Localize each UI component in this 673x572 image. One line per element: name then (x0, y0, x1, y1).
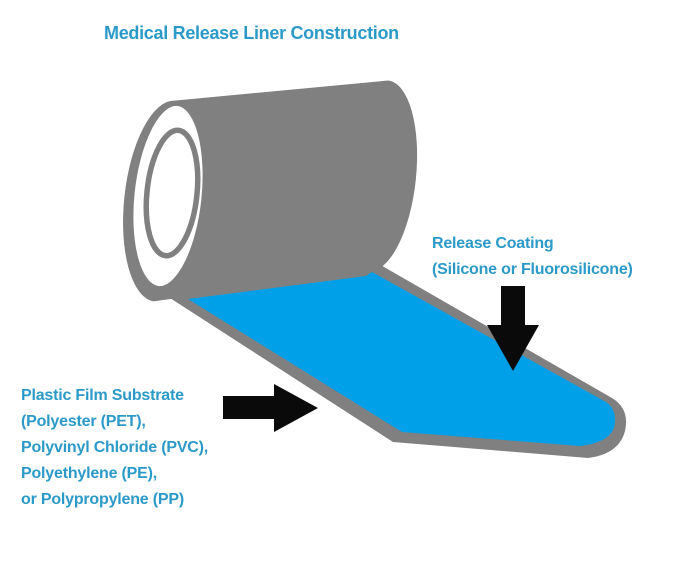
coating-layer (188, 272, 615, 446)
down-arrow-icon (487, 286, 539, 371)
roll-core (143, 127, 201, 259)
release-coating-label-line1: Release Coating (432, 235, 554, 252)
substrate-label-line2: (Polyester (PET), (21, 413, 146, 430)
substrate-label-line4: Polyethylene (PE), (21, 465, 157, 482)
release-coating-label-line2: (Silicone or Fluorosilicone) (432, 261, 633, 278)
page-title: Medical Release Liner Construction (104, 23, 399, 43)
substrate-label: Plastic Film Substrate (Polyester (PET),… (21, 383, 208, 513)
right-arrow-icon (223, 384, 318, 432)
substrate-label-line5: or Polypropylene (PP) (21, 491, 184, 508)
release-coating-label: Release Coating (Silicone or Fluorosilic… (432, 231, 633, 283)
substrate-label-line3: Polyvinyl Chloride (PVC), (21, 439, 209, 456)
substrate-label-line1: Plastic Film Substrate (21, 387, 184, 404)
